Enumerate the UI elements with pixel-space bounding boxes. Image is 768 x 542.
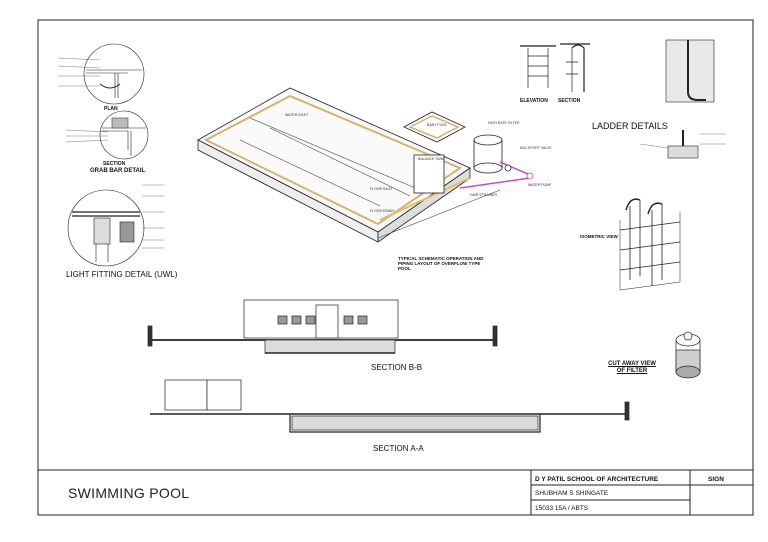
sign-label: SIGN xyxy=(708,476,724,483)
heading-plan: PLAN xyxy=(104,106,118,112)
grab-bar-section-detail xyxy=(65,110,149,160)
label-water-pump: WATER PUMP xyxy=(528,183,552,187)
heading-section-bb: SECTION B-B xyxy=(371,363,423,372)
ladder-isometric xyxy=(619,198,681,291)
heading-ladder-section: SECTION xyxy=(558,98,581,104)
heading-light-fitting: LIGHT FITTING DETAIL (UWL) xyxy=(66,270,178,279)
label-multiport-valve: MULTIPORT VALVE xyxy=(520,146,552,150)
heading-ladder-details: LADDER DETAILS xyxy=(592,121,668,131)
label-floor-inlet: FLOOR INLET xyxy=(370,187,394,191)
ladder-wall-detail xyxy=(665,39,715,103)
section-bb-drawing xyxy=(147,299,498,354)
label-hair-strainer: HAIR STRAINER xyxy=(470,193,498,197)
heading-grab-bar-detail: GRAB BAR DETAIL xyxy=(90,168,146,174)
ladder-anchor-detail xyxy=(639,130,726,159)
heading-isometric: ISOMETRIC VIEW xyxy=(580,234,618,239)
heading-elevation: ELEVATION xyxy=(520,98,548,104)
section-aa-drawing xyxy=(150,379,630,433)
ladder-elevation xyxy=(520,45,556,88)
grab-bar-plan-detail xyxy=(57,43,145,105)
label-floor-drain: FLOOR DRAIN xyxy=(370,209,394,213)
student-name: SHUBHAM S SHINGATE xyxy=(535,490,609,497)
label-baby-pool: BABY POOL xyxy=(427,123,447,127)
heading-section-aa: SECTION A-A xyxy=(373,444,424,453)
heading-grab-section: SECTION xyxy=(103,161,126,167)
filter-cutaway xyxy=(675,331,701,379)
ladder-section xyxy=(560,43,590,92)
label-high-rate-filter: HIGH RATE FILTER xyxy=(488,121,520,125)
pool-schematic-isometric xyxy=(197,87,534,243)
school-name: D Y PATIL SCHOOL OF ARCHITECTURE xyxy=(535,476,659,483)
heading-cutaway-filter: CUT AWAY VIEW OF FILTER xyxy=(608,361,656,374)
roll-number: 15033 15A / ABTS xyxy=(535,505,589,512)
label-balance-tank: BALANCE TANK xyxy=(418,157,445,161)
schematic-labels: HIGH RATE FILTER MULTIPORT VALVE HAIR ST… xyxy=(285,113,552,213)
project-title: SWIMMING POOL xyxy=(68,485,190,501)
label-water-inlet: WATER INLET xyxy=(285,113,309,117)
light-fitting-detail xyxy=(67,184,164,267)
heading-schematic: TYPICAL SCHEMATIC OPERATION AND PIPING L… xyxy=(398,256,484,271)
